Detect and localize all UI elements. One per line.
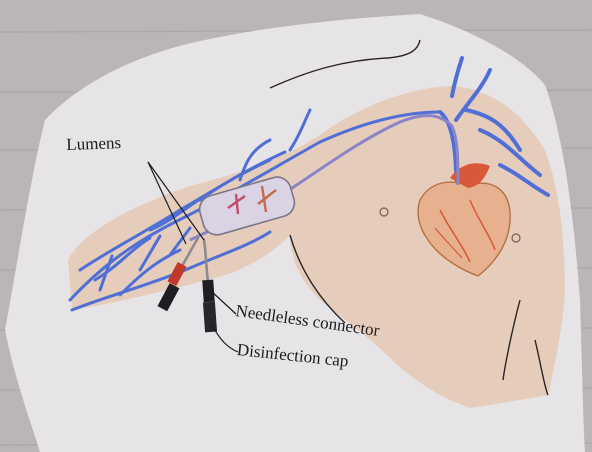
label-lumens: Lumens <box>66 134 121 153</box>
